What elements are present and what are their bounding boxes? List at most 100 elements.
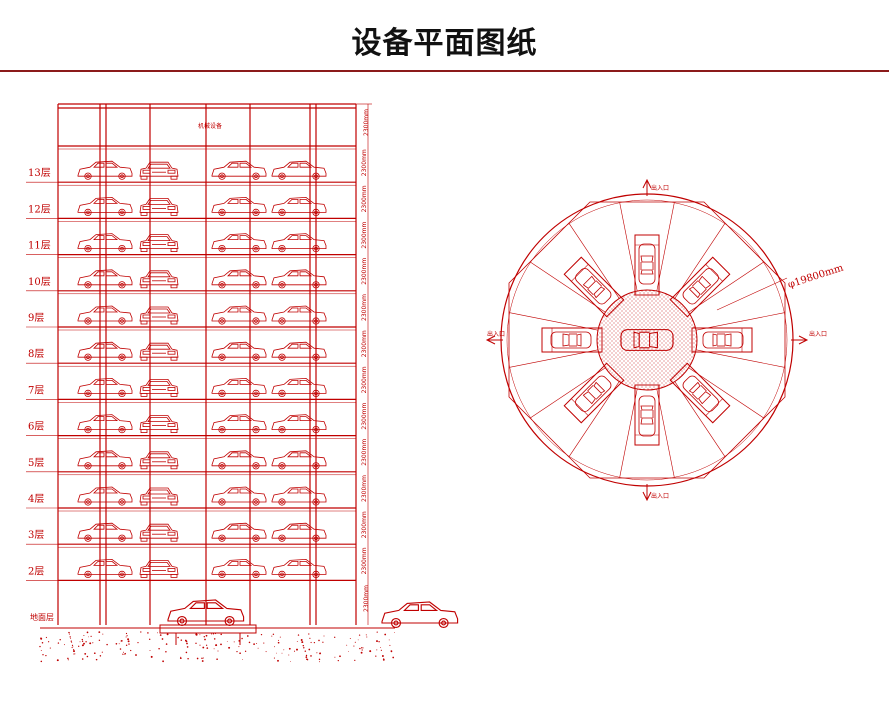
parked-car (271, 377, 327, 398)
floor-row: 10层 2300mm (26, 254, 368, 292)
parked-car (77, 450, 133, 470)
parked-car (77, 522, 133, 542)
parked-car (211, 522, 267, 542)
floor-dim: 2300mm (361, 294, 368, 321)
svg-text:出入口: 出入口 (487, 330, 505, 338)
floor-row: 8层 2300mm (26, 326, 368, 364)
rotary-plan-view: φ19800mm 出入口 出入口 出入口 出入口 (485, 178, 846, 502)
floor-dim: 2300mm (361, 547, 368, 574)
floor-label: 9层 (28, 312, 44, 324)
floor-row: 9层 2300mm (26, 290, 368, 328)
floor-label: 6层 (28, 421, 44, 433)
floor-label: 5层 (28, 457, 44, 469)
floor-dim: 2300mm (361, 475, 368, 502)
parked-car (211, 486, 267, 506)
parked-car (211, 196, 267, 216)
diameter-label: φ19800mm (787, 262, 846, 290)
parked-car (271, 414, 327, 434)
parked-car (271, 160, 327, 180)
floor-label: 4层 (28, 493, 44, 505)
floor-row: 3层 2300mm (26, 507, 368, 545)
entrance-left: 出入口 (485, 330, 505, 345)
parked-car (211, 559, 267, 579)
parked-car (77, 414, 133, 434)
floor-row: 11层 2300mm (26, 217, 368, 255)
parked-car (139, 197, 179, 216)
floor-dim: 2300mm (361, 185, 368, 212)
turntable (596, 289, 698, 391)
parked-car (211, 341, 267, 361)
parked-car (139, 487, 179, 506)
svg-text:出入口: 出入口 (651, 184, 669, 192)
parked-car (77, 377, 133, 398)
parked-car (139, 161, 179, 180)
parked-car (139, 451, 179, 470)
parking-bay (635, 385, 659, 445)
parked-car (77, 196, 133, 216)
parked-car (77, 160, 133, 180)
floor-dim: 2300mm (361, 439, 368, 466)
parked-car (139, 270, 179, 289)
ground-level-dim: 2300mm (363, 585, 370, 612)
floor-label: 2层 (28, 565, 44, 577)
parked-car (211, 377, 267, 398)
parked-car (211, 450, 267, 470)
parking-bay (542, 328, 602, 352)
entrance-right: 出入口 (791, 330, 827, 345)
parked-car (271, 522, 327, 542)
parked-car (77, 486, 133, 506)
parked-car (77, 233, 133, 253)
parking-bay (635, 235, 659, 295)
parked-car (271, 450, 327, 470)
parked-car (211, 305, 267, 325)
floor-dim: 2300mm (361, 258, 368, 285)
floor-dim: 2300mm (361, 511, 368, 538)
top-level-label: 机械设备 (198, 122, 222, 130)
page-title: 设备平面图纸 (351, 26, 538, 61)
floor-dim: 2300mm (361, 366, 368, 393)
top-level-dim: 2300mm (363, 109, 370, 136)
parked-car (271, 559, 327, 579)
parked-car (139, 523, 179, 542)
floor-row: 12层 2300mm (26, 181, 368, 219)
floor-label: 8层 (28, 348, 44, 360)
floor-label: 7层 (28, 384, 44, 396)
parked-car (271, 269, 327, 289)
floor-label: 12层 (28, 203, 51, 215)
entrance-bottom: 出入口 (642, 484, 669, 502)
parked-car (271, 341, 327, 361)
floor-row: 2层 2300mm (26, 543, 368, 581)
parked-car (271, 486, 327, 506)
parked-car (139, 234, 179, 253)
parked-car (139, 378, 179, 397)
floor-row: 4层 2300mm (26, 471, 368, 509)
floor-row: 7层 2300mm (26, 362, 368, 400)
parked-car (211, 160, 267, 180)
parked-car (77, 305, 133, 325)
parked-car (139, 342, 179, 361)
floor-row: 5层 2300mm (26, 435, 368, 473)
parked-car (77, 341, 133, 361)
floor-dim: 2300mm (361, 221, 368, 248)
svg-text:出入口: 出入口 (651, 492, 669, 500)
floor-label: 3层 (28, 529, 44, 541)
title-divider (0, 70, 889, 72)
ground-level (39, 599, 459, 663)
entrance-top: 出入口 (642, 178, 669, 196)
parked-car (271, 196, 327, 216)
parked-car (77, 559, 133, 579)
floor-label: 10层 (28, 276, 51, 288)
parked-car (139, 415, 179, 434)
floor-label: 11层 (28, 240, 51, 252)
floor-dim: 2300mm (361, 149, 368, 176)
parked-car (211, 414, 267, 434)
ground-floor-label: 地面层 (30, 612, 54, 622)
parked-car (77, 269, 133, 289)
parked-car (139, 560, 179, 578)
parked-car (211, 269, 267, 289)
floor-dim: 2300mm (361, 330, 368, 357)
